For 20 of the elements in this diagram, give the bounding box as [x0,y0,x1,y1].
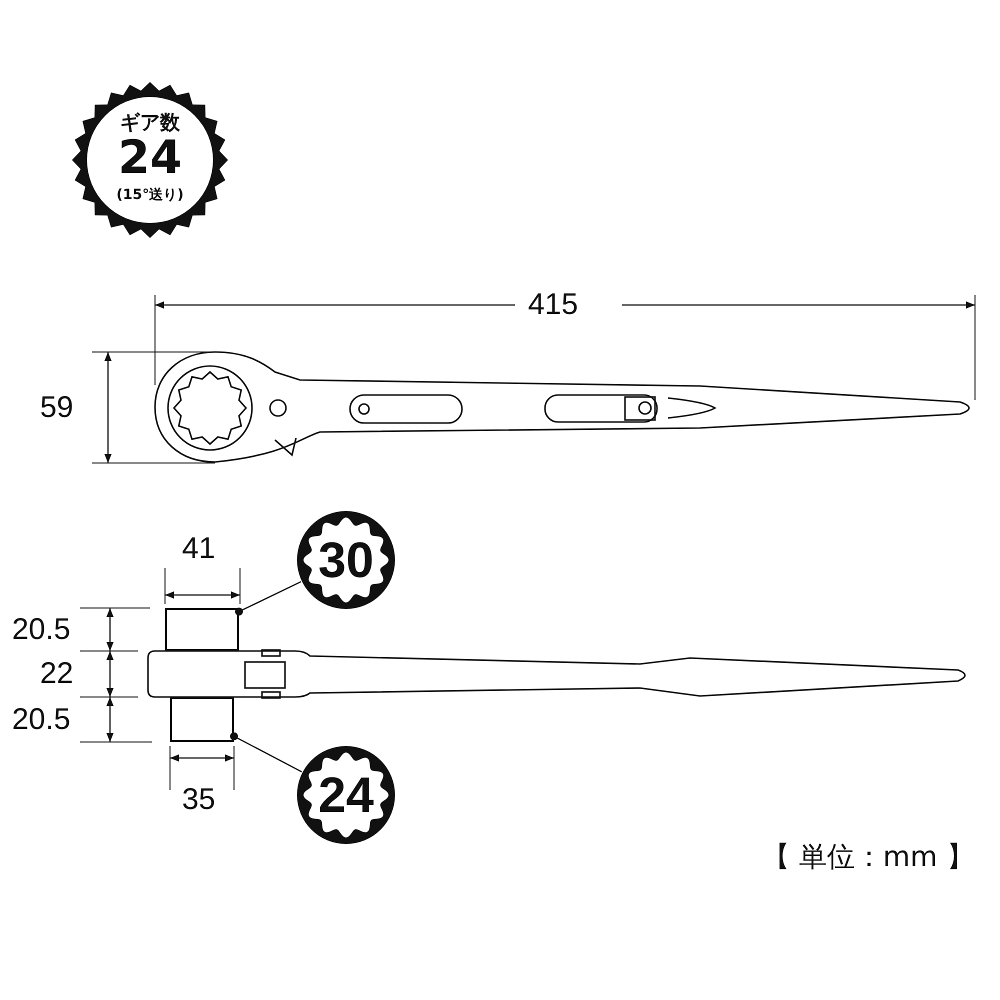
socket-size: 24 [317,770,375,820]
socket-drawing [165,608,239,651]
leader-line [235,581,302,616]
leader-line [230,732,302,772]
gear-badge [72,82,228,238]
dimension-value: 41 [182,534,216,564]
dimension-value: 20.5 [12,615,70,645]
gear-count: 24 [116,134,183,180]
dimension-value: 22 [40,659,74,689]
dimension-value: 20.5 [12,705,70,735]
socket-drawing [170,697,234,742]
dimension-value: 59 [40,393,74,423]
socket-size: 30 [317,535,375,585]
size-badge [296,745,396,845]
unit-note: 【 単位：mm 】 [762,843,974,871]
dimension-value: 415 [528,290,578,320]
badge-note: (15°送り) [115,188,185,202]
dimension-value: 35 [182,785,216,815]
badge-heading: ギア数 [119,112,181,132]
size-badge [296,510,396,610]
